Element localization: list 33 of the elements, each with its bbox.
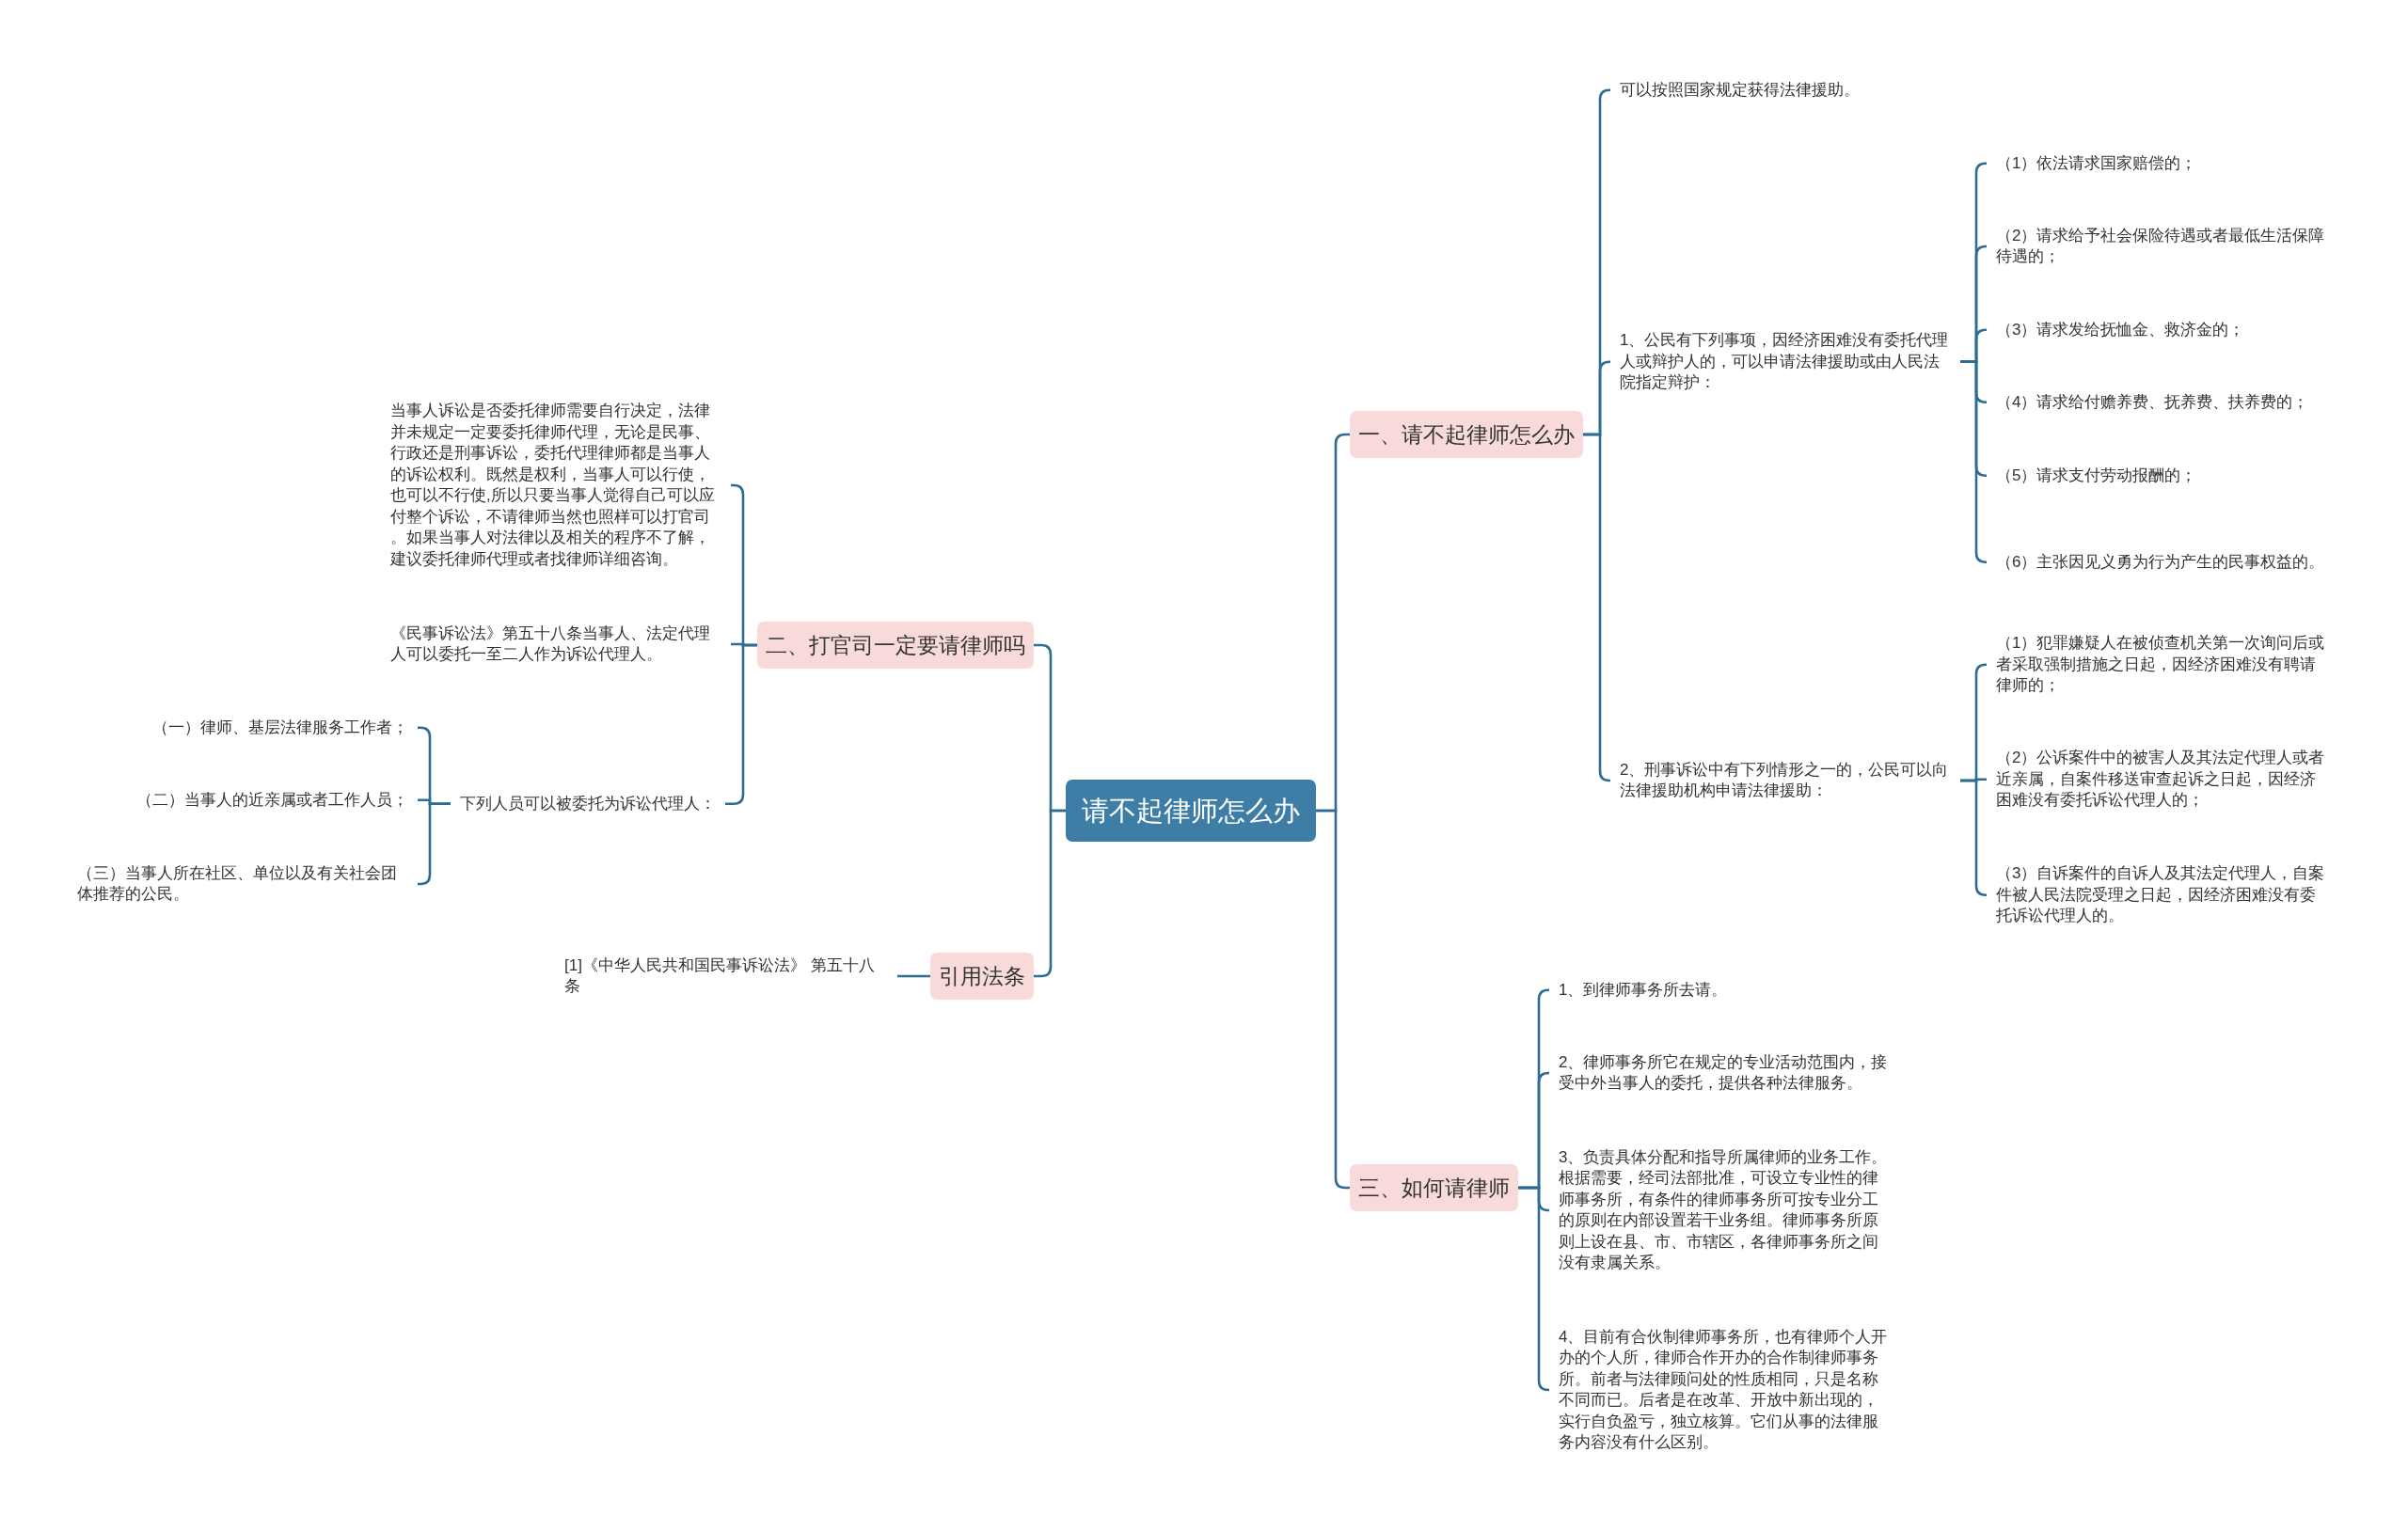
topic-box: 引用法条 [930,953,1034,1000]
note-text: （5）请求支付劳动报酬的； [1987,465,2207,486]
note-text: 4、目前有合伙制律师事务所，也有律师个人开办的个人所，律师合作开办的合作制律师事务所。前者与法律顾问处的性质相同，只是名称不同而已。后者是在改革、开放中新出现的，实行自负盈亏，独立核算。它们从事的法律服务内容没有什么区别。 [1549,1326,1899,1454]
central-topic-box: 请不起律师怎么办 [1066,780,1316,842]
note-text: 可以按照国家规定获得法律援助。 [1610,79,1869,101]
note-text: （6）主张因见义勇为行为产生的民事权益的。 [1987,551,2337,573]
connector-line [1518,1186,1550,1392]
note-text: （1）犯罪嫌疑人在被侦查机关第一次询问后或者采取强制措施之日起，因经济困难没有聘请律师的； [1987,633,2337,697]
topic-box: 一、请不起律师怎么办 [1350,411,1583,458]
note-text: （1）依法请求国家赔偿的； [1987,152,2207,174]
note-text: （2）请求给予社会保险待遇或者最低生活保障待遇的； [1987,225,2337,268]
note-text: （4）请求给付赡养费、抚养费、扶养费的； [1987,391,2319,413]
connector-line [1583,433,1611,782]
note-text: 1、到律师事务所去请。 [1549,979,1737,1001]
note-text: 《民事诉讼法》第五十八条当事人、法定代理人可以委托一至二人作为诉讼代理人。 [381,623,731,666]
note-text: 下列人员可以被委托为诉讼代理人： [451,793,725,814]
note-text: 2、刑事诉讼中有下列情形之一的，公民可以向法律援助机构申请法律援助： [1610,759,1960,802]
note-text: [1]《中华人民共和国民事诉讼法》 第五十八条 [555,955,897,998]
note-text: 当事人诉讼是否委托律师需要自行决定，法律并未规定一定要委托律师代理，无论是民事、行政还是刑事诉讼，委托代理律师都是当事人的诉讼权利。既然是权利，当事人可以行使，也可以不行使,所以只要当事人觉得自己可以应付整个诉讼，不请律师当然也照样可以打官司。如果当事人对法律以及相关的程序不了解，建议委托律师代理或者找律师详细咨询。 [381,401,731,570]
note-text: （3）请求发给抚恤金、救济金的； [1987,319,2255,340]
note-text: （2）公诉案件中的被害人及其法定代理人或者近亲属，自案件移送审查起诉之日起，因经济困难没有委托诉讼代理人的； [1987,748,2337,812]
topic-box: 三、如何请律师 [1350,1164,1518,1211]
connector-line [1034,809,1066,978]
connector-line [897,974,930,978]
note-text: 2、律师事务所它在规定的专业活动范围内，接受中外当事人的委托，提供各种法律服务。 [1549,1051,1899,1095]
note-text: 3、负责具体分配和指导所属律师的业务工作。根据需要，经司法部批准，可设立专业性的律师事务所，有条件的律师事务所可按专业分工的原则在内部设置若干业务组。律师事务所原则上设在县、市、市辖区，各律师事务所之间没有隶属关系。 [1549,1146,1899,1274]
note-text: （三）当事人所在社区、单位以及有关社会团体推荐的公民。 [68,862,418,906]
topic-box: 二、打官司一定要请律师吗 [757,622,1034,669]
note-text: 1、公民有下列事项，因经济困难没有委托代理人或辩护人的，可以申请法律援助或由人民法院指定辩护： [1610,330,1960,394]
note-text: （3）自诉案件的自诉人及其法定代理人，自案件被人民法院受理之日起，因经济困难没有委托诉讼代理人的。 [1987,863,2337,927]
note-text: （二）当事人的近亲属或者工作人员； [127,789,418,811]
connector-line [1960,779,1988,897]
note-text: （一）律师、基层法律服务工作者； [143,717,418,738]
